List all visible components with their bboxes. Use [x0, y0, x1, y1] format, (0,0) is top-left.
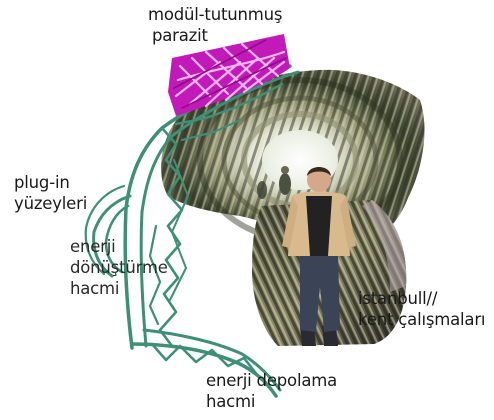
label-energy-storage: enerji depolama hacmi	[206, 370, 337, 412]
label-plugin-line2: yüzeyleri	[14, 193, 87, 214]
label-istanbul-line1: istanbull//	[358, 288, 485, 309]
label-plugin-surfaces: plug-in yüzeyleri	[14, 172, 87, 214]
label-parasite-line2: parazit	[148, 25, 282, 46]
label-energy-conversion: enerji dönüştürme hacmi	[70, 236, 168, 299]
label-conversion-line3: hacmi	[70, 278, 168, 299]
label-plugin-line1: plug-in	[14, 172, 87, 193]
label-conversion-line2: dönüştürme	[70, 257, 168, 278]
label-istanbul-studies: istanbull// kent çalışmaları	[358, 288, 485, 330]
label-storage-line1: enerji depolama	[206, 370, 337, 391]
label-parasite-module: modül-tutunmuş parazit	[148, 4, 282, 46]
label-istanbul-line2: kent çalışmaları	[358, 309, 485, 330]
label-conversion-line1: enerji	[70, 236, 168, 257]
label-parasite-line1: modül-tutunmuş	[148, 4, 282, 25]
label-storage-line2: hacmi	[206, 391, 337, 412]
